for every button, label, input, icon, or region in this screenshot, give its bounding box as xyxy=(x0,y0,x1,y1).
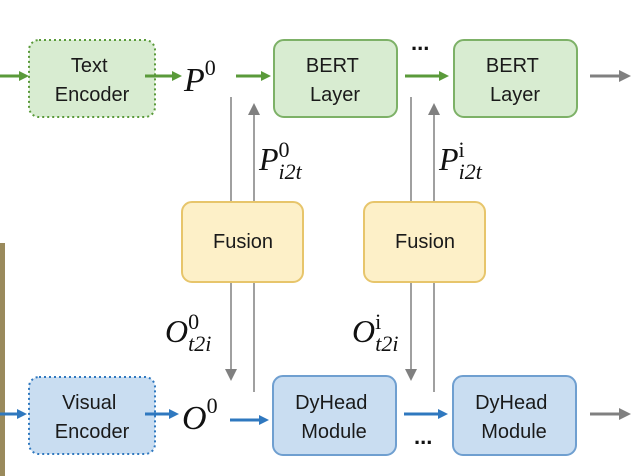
dyhead-module-1-label: DyHead Module xyxy=(295,392,373,443)
dyhead-module-1-box xyxy=(272,375,397,456)
bert-layer-2-box xyxy=(453,39,578,118)
fusion-2-label: Fusion xyxy=(395,231,455,253)
bert-layer-2-label: BERT Layer xyxy=(486,55,544,106)
text-encoder-line2: Encoder xyxy=(55,84,130,106)
bert-layer-1-label: BERT Layer xyxy=(306,55,364,106)
fusion-1-box xyxy=(181,201,304,283)
fusion-2-box xyxy=(363,201,486,283)
dyhead-module-2-box xyxy=(452,375,577,456)
ellipsis-top: ... xyxy=(411,30,429,55)
ellipsis-bottom: ... xyxy=(414,424,432,449)
image-edge-strip xyxy=(0,243,5,476)
visual-encoder-label: Visual Encoder xyxy=(55,392,130,443)
bert-layer-1-box xyxy=(273,39,398,118)
o0-symbol: O0 xyxy=(182,393,218,437)
p0-symbol: P0 xyxy=(183,55,216,99)
dyhead-module-2-label: DyHead Module xyxy=(475,392,553,443)
text-encoder-box xyxy=(28,39,156,118)
fusion-1-label: Fusion xyxy=(213,231,273,253)
text-encoder-line1: Text xyxy=(71,55,108,77)
text-encoder-label: Text Encoder xyxy=(55,55,130,106)
